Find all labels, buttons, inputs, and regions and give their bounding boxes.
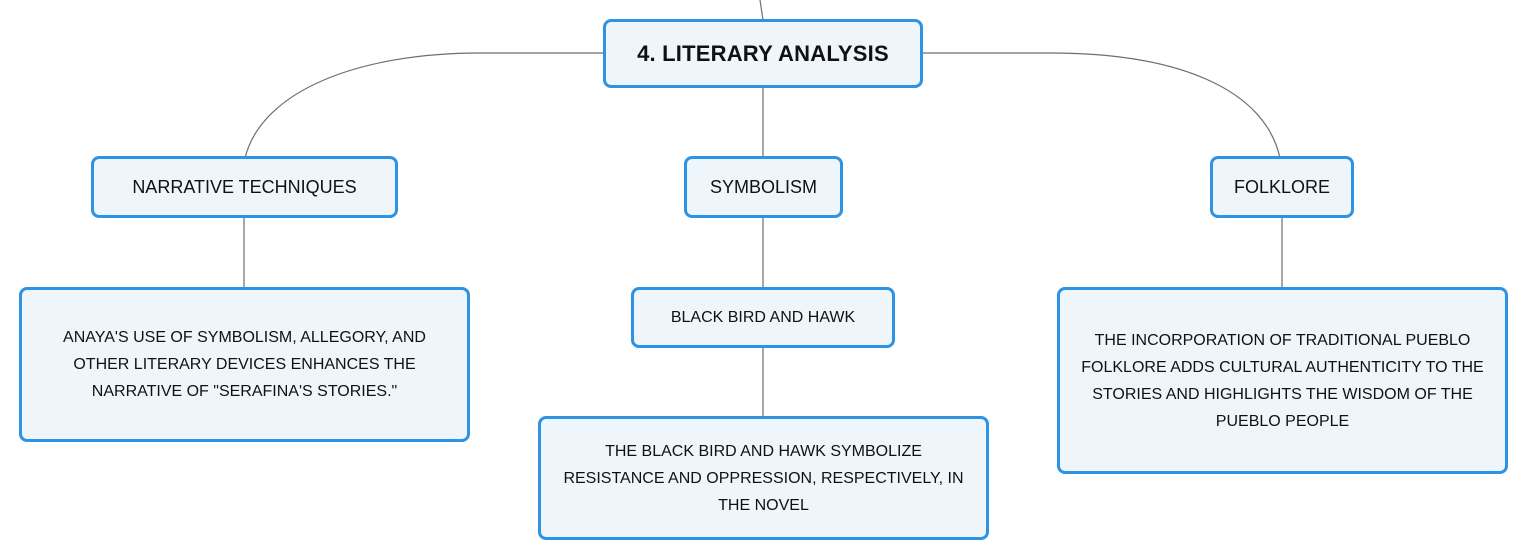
- root-node-label: 4. LITERARY ANALYSIS: [637, 40, 889, 66]
- topic-node-label: NARRATIVE TECHNIQUES: [132, 176, 357, 197]
- topic-node-label: SYMBOLISM: [709, 176, 818, 197]
- detail-node-text: THE BLACK BIRD AND HAWK SYMBOLIZE RESIST…: [563, 442, 964, 514]
- detail-node-text: THE INCORPORATION OF TRADITIONAL PUEBLO …: [1081, 331, 1484, 430]
- detail-node-black-bird-and-hawk[interactable]: THE BLACK BIRD AND HAWK SYMBOLIZE RESIST…: [538, 416, 989, 540]
- subtopic-node-black-bird-and-hawk[interactable]: BLACK BIRD AND HAWK: [631, 287, 895, 348]
- connector-root-to-folklore: [921, 52, 1281, 159]
- root-node[interactable]: 4. LITERARY ANALYSIS: [603, 19, 923, 88]
- detail-node-folklore[interactable]: THE INCORPORATION OF TRADITIONAL PUEBLO …: [1057, 287, 1508, 474]
- detail-node-narrative-techniques[interactable]: ANAYA'S USE OF SYMBOLISM, ALLEGORY, AND …: [19, 287, 470, 442]
- topic-node-narrative-techniques[interactable]: NARRATIVE TECHNIQUES: [91, 156, 398, 218]
- topic-node-label: FOLKLORE: [1233, 176, 1331, 197]
- topic-node-symbolism[interactable]: SYMBOLISM: [684, 156, 843, 218]
- connector-root-to-narrative-techniques: [244, 52, 604, 159]
- connector-parent-to-root: [759, 0, 764, 21]
- topic-node-folklore[interactable]: FOLKLORE: [1210, 156, 1354, 218]
- subtopic-node-label: BLACK BIRD AND HAWK: [670, 309, 856, 326]
- detail-node-text: ANAYA'S USE OF SYMBOLISM, ALLEGORY, AND …: [63, 329, 426, 400]
